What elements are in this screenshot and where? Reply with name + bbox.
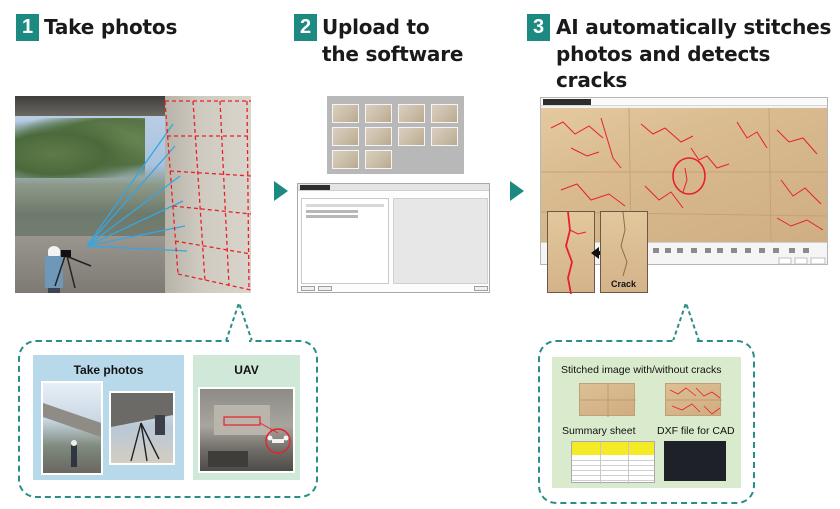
thumbnail[interactable] [398, 104, 425, 123]
photo-thumbnail-grid [327, 96, 464, 174]
take-photos-card: Take photos [33, 355, 184, 480]
crack-label: Crack [611, 279, 637, 289]
compare-arrow-icon [591, 247, 607, 259]
window-button[interactable] [301, 286, 315, 291]
flow-arrow-1 [274, 181, 288, 201]
thumbnail[interactable] [398, 127, 425, 146]
step-3-title-line2: photos and detects cracks [556, 42, 771, 92]
step-2-number: 2 [294, 14, 317, 41]
upload-software-window [297, 183, 490, 293]
app-tab[interactable] [543, 99, 591, 105]
step-1-title: Take photos [44, 15, 178, 39]
take-photos-label: Take photos [73, 363, 144, 377]
crack-zoom-before [547, 211, 595, 294]
window-button[interactable] [318, 286, 332, 291]
step-2-title-line2: the software [322, 42, 464, 66]
window-tab[interactable] [300, 185, 330, 190]
stitched-output-label: Stitched image with/without cracks [561, 364, 722, 376]
take-photos-image-1 [41, 381, 103, 475]
thumbnail[interactable] [332, 150, 359, 169]
app-titlebar [541, 98, 827, 106]
photographer-figure [45, 246, 63, 293]
uav-label: UAV [234, 363, 259, 377]
camera-rays-overlay [54, 100, 251, 291]
thumbnail[interactable] [431, 104, 458, 123]
thumbnail[interactable] [365, 104, 392, 123]
stitched-image-without-cracks [579, 383, 636, 417]
summary-sheet-thumbnail [571, 441, 655, 484]
uav-card: UAV [193, 355, 300, 480]
stitched-image-with-cracks [665, 383, 722, 416]
preview-panel [393, 198, 488, 284]
window-titlebar [298, 184, 489, 191]
thumbnail[interactable] [431, 127, 458, 146]
sheet-header-row [572, 442, 654, 455]
flow-arrow-2 [510, 181, 524, 201]
bubble-pointer-1 [225, 301, 253, 341]
step-3-number: 3 [527, 14, 550, 41]
step-1-number: 1 [16, 14, 39, 41]
site-photo [15, 96, 251, 293]
concrete-wall [165, 96, 251, 293]
window-button[interactable] [474, 286, 488, 291]
step-2-title-line1: Upload to [322, 15, 430, 39]
dxf-file-label: DXF file for CAD [657, 425, 735, 437]
thumbnail[interactable] [332, 104, 359, 123]
thumbnail[interactable] [332, 127, 359, 146]
step-3-title-line1: AI automatically stitches [556, 15, 832, 39]
uav-image [198, 387, 295, 473]
crack-zoom-after: Crack [600, 211, 648, 293]
take-photos-image-2 [109, 391, 175, 465]
trees [15, 118, 145, 178]
dxf-file-thumbnail [664, 441, 726, 481]
summary-sheet-label: Summary sheet [562, 425, 636, 437]
thumbnail[interactable] [365, 127, 392, 146]
bubble-pointer-2 [672, 301, 700, 341]
file-list-panel[interactable] [301, 198, 389, 284]
thumbnail[interactable] [365, 150, 392, 169]
